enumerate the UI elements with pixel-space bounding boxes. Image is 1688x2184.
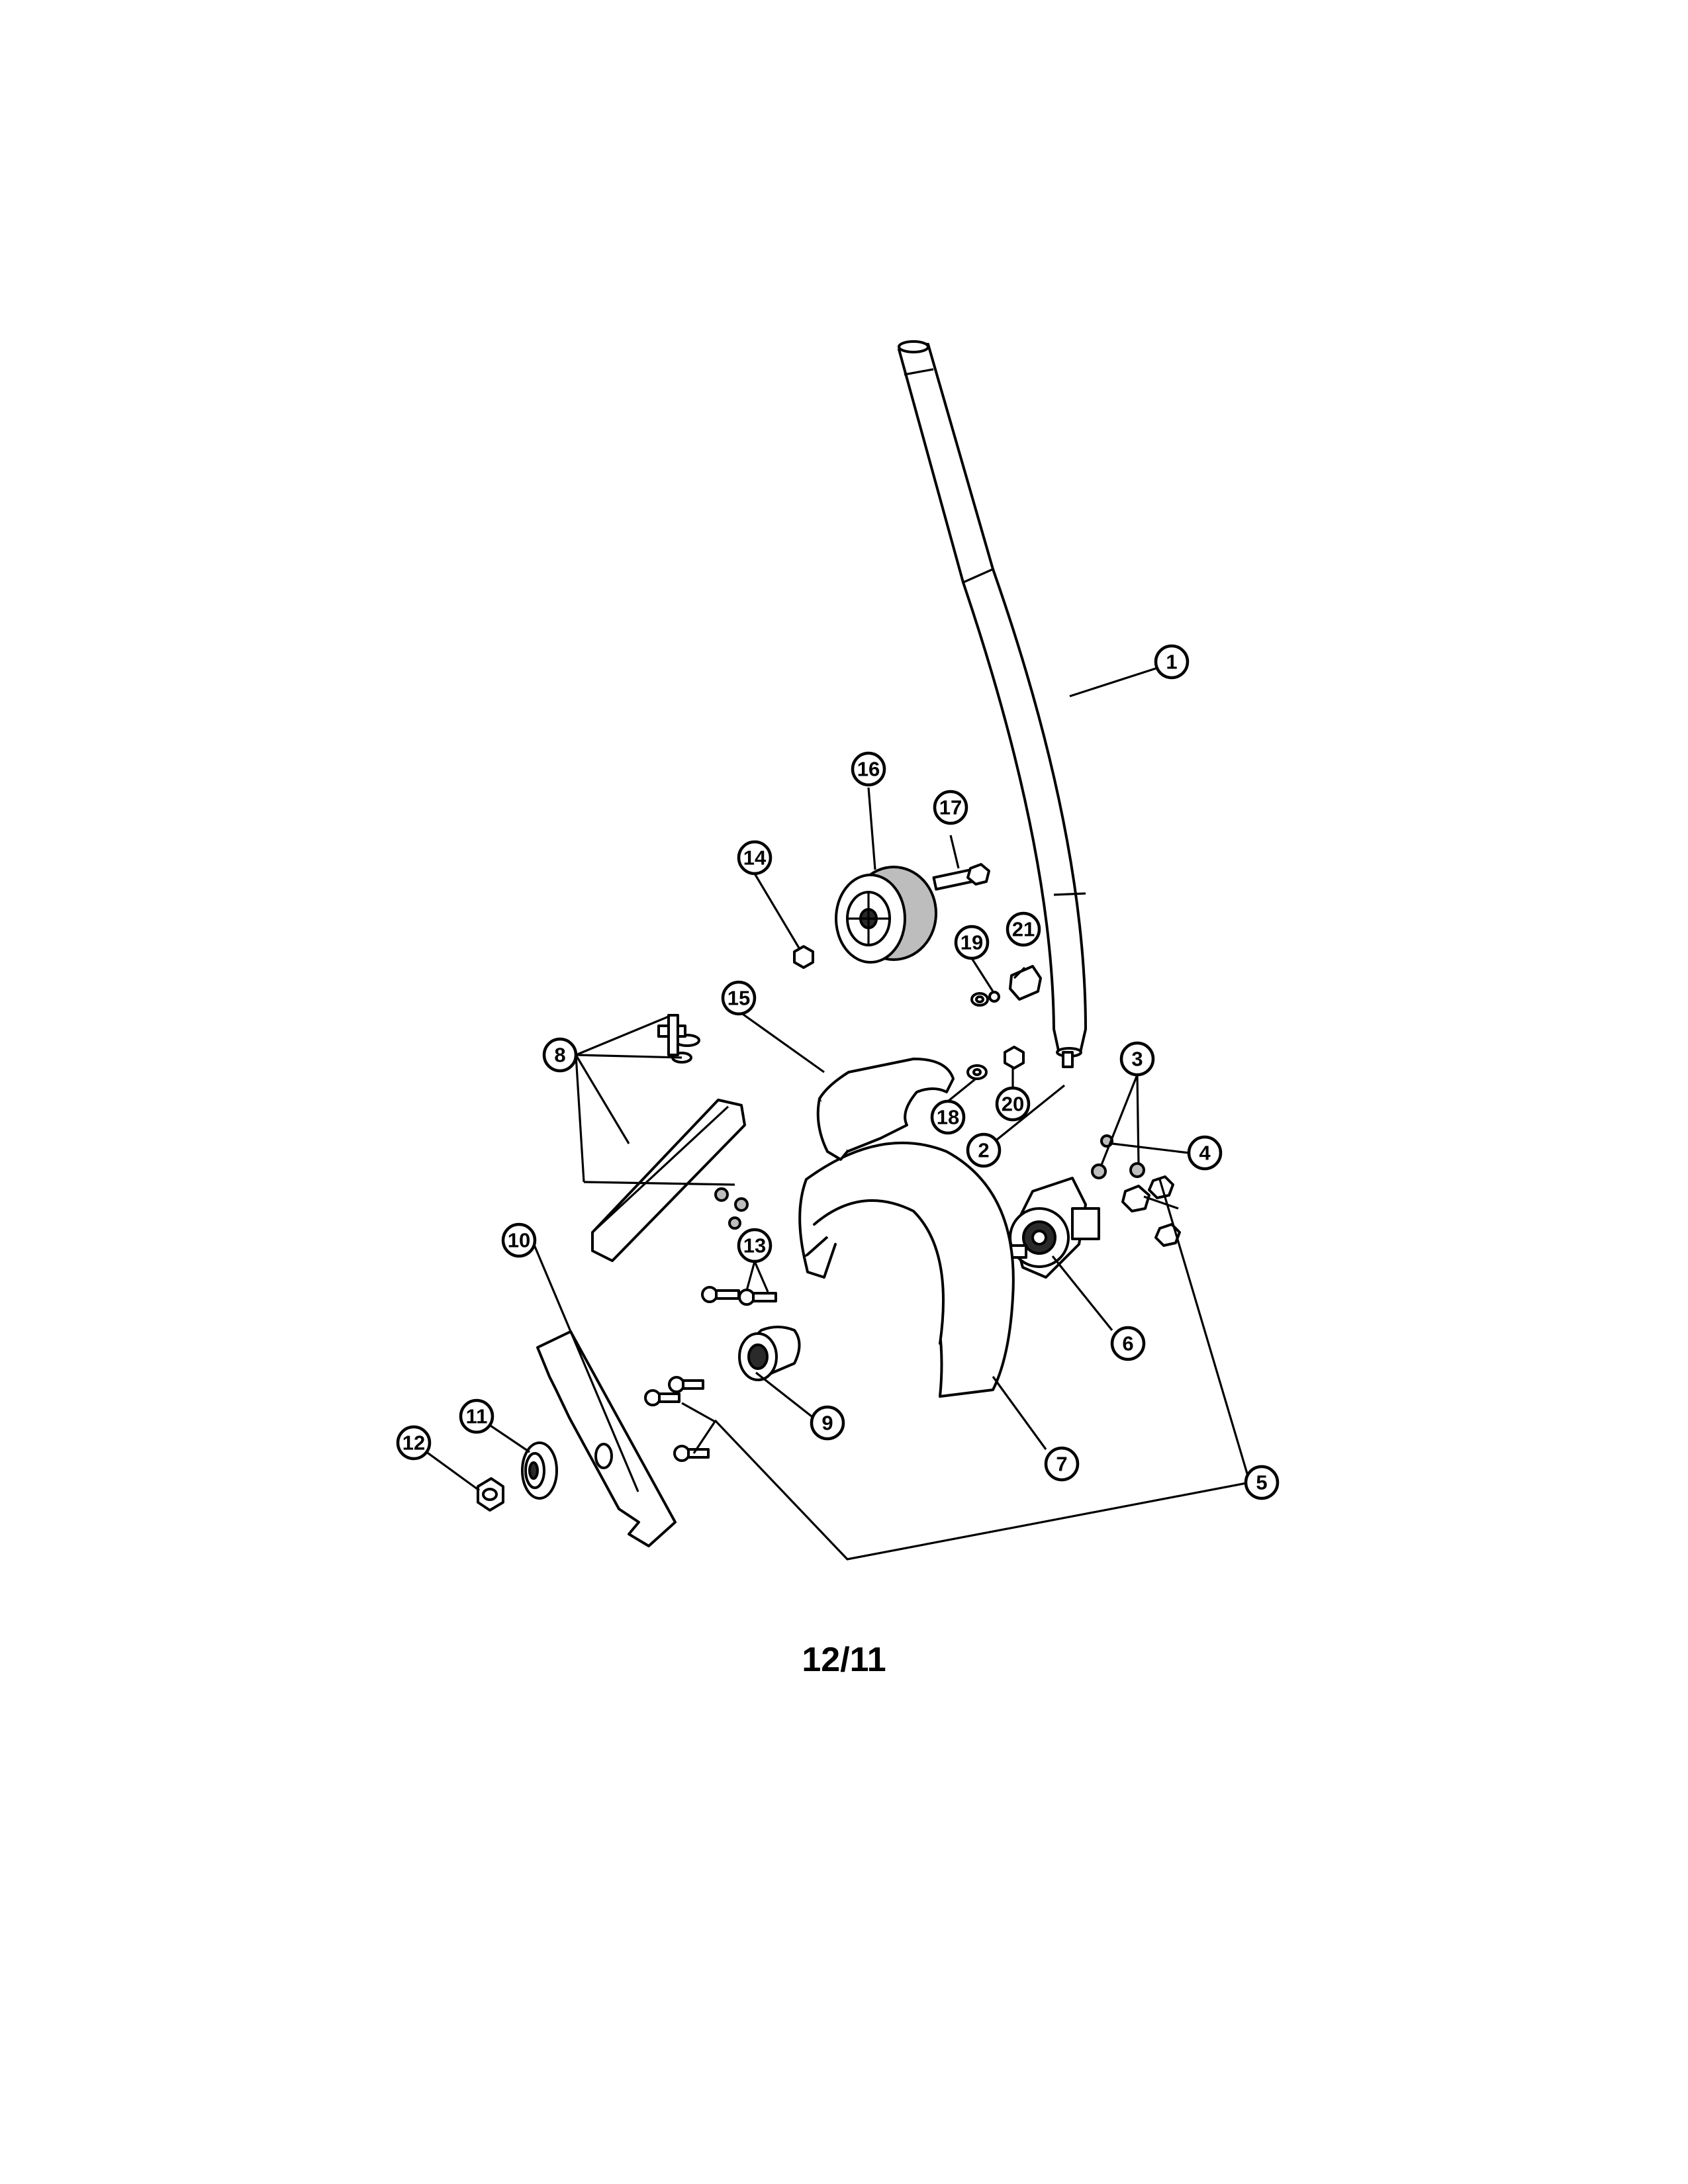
- svg-text:7: 7: [1056, 1453, 1067, 1476]
- callout-13: 13: [737, 1228, 773, 1263]
- part-16-wheel: [835, 866, 937, 964]
- callout-5: 5: [1244, 1465, 1280, 1500]
- svg-text:4: 4: [1199, 1142, 1211, 1165]
- svg-text:3: 3: [1131, 1048, 1143, 1071]
- part-14-nut: [793, 945, 814, 969]
- svg-text:10: 10: [508, 1229, 530, 1252]
- svg-text:16: 16: [857, 758, 880, 781]
- part-21-clip: [1009, 965, 1042, 1001]
- callout-10: 10: [501, 1222, 537, 1258]
- svg-text:8: 8: [554, 1044, 565, 1067]
- callout-7: 7: [1044, 1446, 1080, 1482]
- svg-text:1: 1: [1166, 651, 1177, 674]
- part-10-blade: [536, 1330, 677, 1547]
- part-1-shaft: [898, 340, 1087, 1058]
- callout-6: 6: [1110, 1326, 1146, 1361]
- part-12-nut: [477, 1477, 504, 1512]
- part-7-guard: [798, 1141, 1015, 1398]
- svg-text:5: 5: [1256, 1471, 1267, 1494]
- svg-text:6: 6: [1122, 1332, 1133, 1355]
- svg-text:17: 17: [939, 796, 962, 819]
- part-3-screws: [1091, 1162, 1145, 1179]
- part-19-washer: [988, 991, 1000, 1003]
- part-13-bolts: [701, 1286, 777, 1306]
- callout-3: 3: [1119, 1041, 1155, 1077]
- part-2-pin: [1062, 1051, 1074, 1068]
- svg-text:9: 9: [821, 1412, 833, 1435]
- callout-14: 14: [737, 840, 773, 876]
- callout-9: 9: [810, 1405, 845, 1441]
- svg-text:12: 12: [402, 1432, 425, 1455]
- part-5-nuts: [1121, 1175, 1181, 1247]
- part-11-adapter: [521, 1441, 558, 1500]
- svg-text:2: 2: [978, 1139, 989, 1162]
- svg-text:15: 15: [727, 987, 750, 1010]
- part-8-plate: [591, 1014, 749, 1262]
- svg-text:19: 19: [961, 931, 983, 954]
- callout-16: 16: [851, 751, 886, 787]
- callout-17: 17: [933, 790, 968, 825]
- part-5-bolts: [644, 1376, 710, 1462]
- svg-text:14: 14: [743, 846, 767, 870]
- part-18-washer: [966, 992, 989, 1080]
- part-6-gearbox: [992, 1177, 1100, 1279]
- callout-4: 4: [1187, 1135, 1223, 1171]
- svg-text:21: 21: [1012, 918, 1035, 941]
- callout-2: 2: [966, 1132, 1002, 1168]
- callout-20: 20: [995, 1086, 1031, 1122]
- callout-21: 21: [1006, 911, 1041, 947]
- callout-12: 12: [396, 1425, 432, 1461]
- callout-11: 11: [459, 1398, 494, 1434]
- part-9-bearing: [738, 1326, 801, 1381]
- svg-text:18: 18: [937, 1106, 959, 1129]
- leader-lines: [413, 667, 1252, 1561]
- part-15-bracket: [816, 1058, 955, 1161]
- svg-text:11: 11: [466, 1405, 488, 1428]
- page-number: 12/11: [802, 1641, 886, 1679]
- callout-19: 19: [954, 925, 990, 960]
- callout-15: 15: [721, 980, 757, 1016]
- part-17-axle-bolt: [932, 863, 990, 891]
- callout-8: 8: [542, 1037, 578, 1073]
- callout-1: 1: [1154, 644, 1190, 680]
- part-20-nut: [1004, 1046, 1025, 1069]
- svg-text:20: 20: [1002, 1093, 1024, 1116]
- callout-18: 18: [930, 1099, 966, 1135]
- svg-text:13: 13: [743, 1234, 766, 1257]
